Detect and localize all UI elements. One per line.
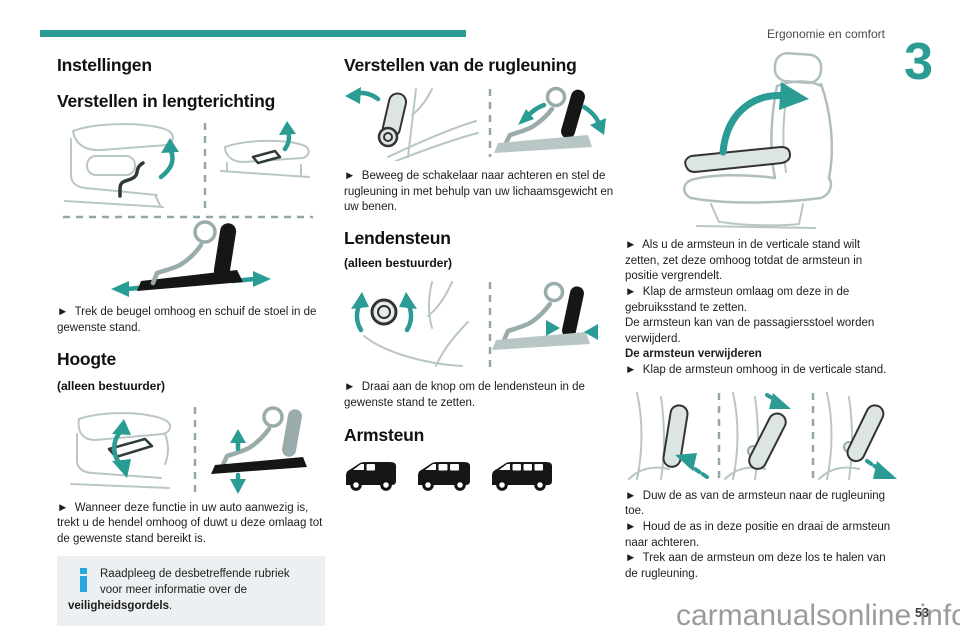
- seat-slide-illustration: [63, 121, 313, 298]
- armrest-remove-illustration: [628, 391, 897, 480]
- heading-lendensteun: Lendensteun: [344, 228, 451, 248]
- lumbar-adjust-illustration: [351, 281, 598, 369]
- subheading-lendensteun: (alleen bestuurder): [344, 256, 453, 271]
- column-left: Instellingen Verstellen in lengterichtin…: [57, 55, 325, 626]
- paragraph-armsteun-5: ► Duw de as van de armsteun naar de rugl…: [625, 489, 886, 518]
- vehicle-variant-icons: [346, 461, 552, 491]
- section-title: Ergonomie en comfort: [766, 27, 885, 41]
- paragraph-armsteun-4: ► Klap de armsteun omhoog in de vertical…: [625, 364, 887, 376]
- top-accent-bar: [40, 30, 466, 37]
- armrest-fold-illustration: [683, 51, 834, 229]
- van-icon-medium: [418, 461, 470, 491]
- page-number: 53: [915, 606, 929, 620]
- paragraph-lengterichting: ► Trek de beugel omhoog en schuif de sto…: [57, 306, 317, 334]
- column-middle: Verstellen van de rugleuning ► Beweeg de…: [344, 55, 616, 494]
- paragraph-armsteun-1: ► Als u de armsteun in de verticale stan…: [625, 239, 863, 283]
- heading-armsteun-verwijderen: De armsteun verwijderen: [625, 348, 762, 361]
- paragraph-armsteun-3: De armsteun kan van de passagiersstoel w…: [625, 317, 875, 345]
- paragraph-armsteun-7: ► Trek aan de armsteun om deze los te ha…: [625, 552, 886, 580]
- seat-height-illustration: [70, 405, 307, 494]
- heading-lengterichting: Verstellen in lengterichting: [57, 91, 276, 112]
- van-icon-short: [346, 461, 396, 491]
- van-icon-long: [492, 461, 552, 491]
- paragraph-lendensteun: ► Draai aan de knop om de lendensteun in…: [344, 381, 585, 409]
- paragraph-rugleuning: ► Beweeg de schakelaar naar achteren en …: [344, 170, 614, 214]
- paragraph-hoogte: ► Wanneer deze functie in uw auto aanwez…: [57, 501, 323, 545]
- heading-instellingen: Instellingen: [57, 55, 152, 75]
- paragraph-armsteun-6: ► Houd de as in deze positie en draai de…: [625, 520, 891, 549]
- paragraph-armsteun-2: ► Klap de armsteun omlaag om deze in de …: [625, 285, 850, 314]
- backrest-adjust-illustration: [345, 86, 606, 162]
- heading-hoogte: Hoogte: [57, 348, 117, 369]
- info-text: Raadpleeg de desbetreffende rubriek voor…: [100, 567, 290, 596]
- heading-armsteun: Armsteun: [344, 425, 425, 446]
- info-bold-term: veiligheidsgordels: [68, 599, 169, 612]
- chapter-number: 3: [904, 33, 933, 91]
- info-box: Raadpleeg de desbetreffende rubriek voor…: [57, 555, 325, 626]
- heading-rugleuning: Verstellen van de rugleuning: [344, 55, 577, 75]
- watermark: carmanualsonline.info: [676, 599, 960, 632]
- subheading-hoogte: (alleen bestuurder): [57, 378, 166, 393]
- column-right: ► Als u de armsteun in de verticale stan…: [625, 46, 897, 582]
- info-icon: [80, 567, 88, 594]
- info-suffix: .: [168, 599, 173, 612]
